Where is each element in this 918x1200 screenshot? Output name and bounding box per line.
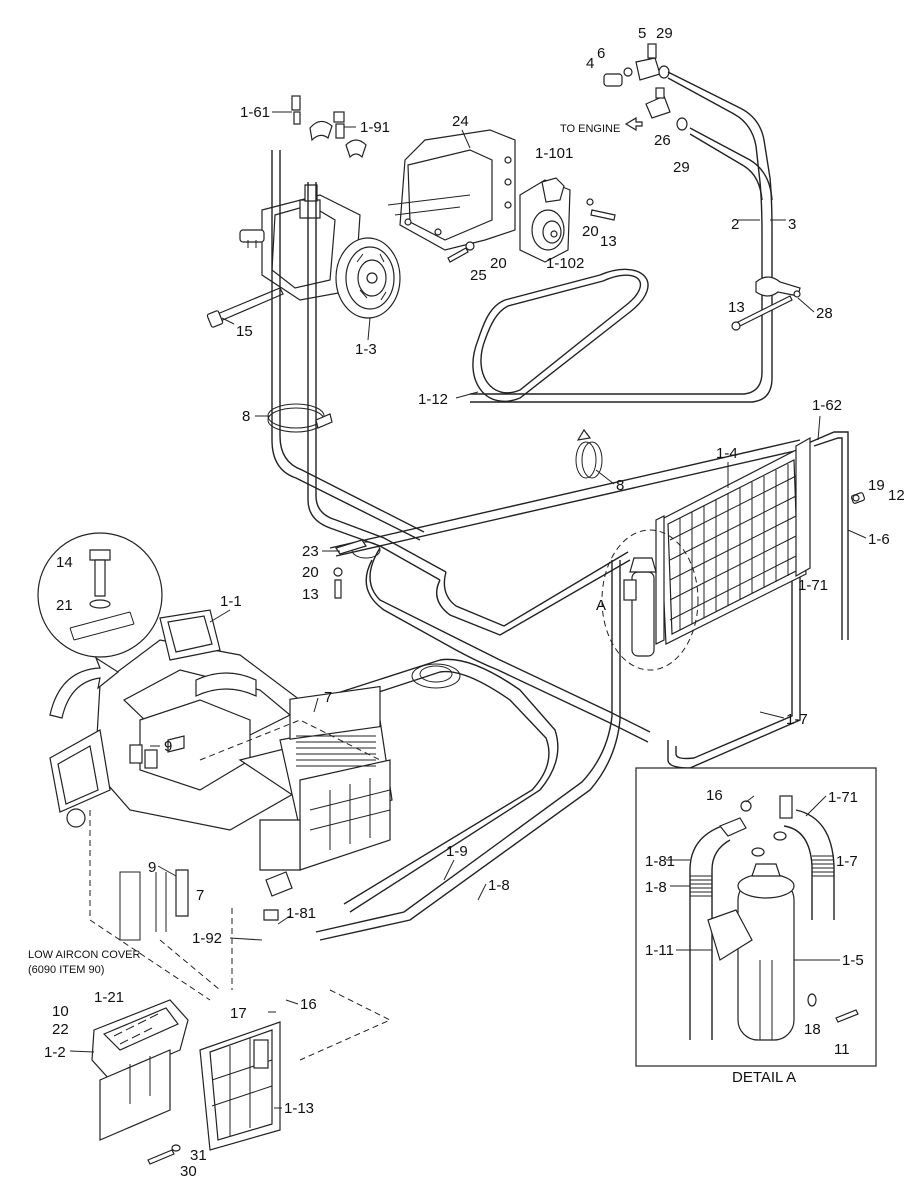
- callout-9-lower: 9: [148, 859, 156, 876]
- callout-4: 4: [586, 55, 594, 72]
- callout-20-clamp: 20: [302, 564, 319, 581]
- ac-pipe-bundle: [271, 150, 849, 941]
- detail-callout-18: 18: [804, 1021, 821, 1038]
- callout-1-21: 1-21: [94, 989, 124, 1006]
- grommet: [411, 663, 461, 689]
- callout-14: 14: [56, 554, 73, 571]
- condenser: [655, 436, 866, 645]
- callout-10: 10: [52, 1003, 69, 1020]
- callout-16: 16: [300, 996, 317, 1013]
- detail-callout-1-11: 1-11: [645, 942, 674, 959]
- callout-29-lower: 29: [673, 159, 690, 176]
- callout-1-13: 1-13: [284, 1100, 314, 1117]
- callout-7-lower: 7: [196, 887, 204, 904]
- callout-1-61: 1-61: [240, 104, 270, 121]
- hose-clamp-28: [755, 276, 801, 298]
- callout-13-clamp: 13: [728, 299, 745, 316]
- control-panel: [91, 999, 189, 1141]
- callout-26: 26: [654, 132, 671, 149]
- detail-a-circle: [601, 529, 699, 671]
- callout-1-12: 1-12: [418, 391, 448, 408]
- callout-A: A: [596, 597, 606, 614]
- compressor-fittings: [291, 95, 367, 219]
- detail-callout-1-71: 1-71: [828, 789, 858, 806]
- callout-20-bracket: 20: [490, 255, 507, 272]
- callout-5: 5: [638, 25, 646, 42]
- compressor-bolt: [206, 287, 284, 328]
- callout-3: 3: [788, 216, 796, 233]
- callout-13-pipe: 13: [302, 586, 319, 603]
- callout-6: 6: [597, 45, 605, 62]
- bolt-detail-inset: [37, 532, 163, 658]
- callout-1-8: 1-8: [488, 877, 510, 894]
- callout-2: 2: [731, 216, 739, 233]
- callout-28: 28: [816, 305, 833, 322]
- engine-fittings: [603, 43, 688, 132]
- drive-belt: [472, 268, 649, 403]
- callout-29-upper: 29: [656, 25, 673, 42]
- low-aircon-cover-ref: (6090 ITEM 90): [28, 964, 104, 976]
- callout-1-7: 1-7: [786, 711, 808, 728]
- compressor-hoses: [470, 71, 773, 403]
- callout-1-6: 1-6: [868, 531, 890, 548]
- pipe-clamp-8-upper: [267, 403, 333, 433]
- callout-1-101: 1-101: [535, 145, 573, 162]
- callout-22: 22: [52, 1021, 69, 1038]
- leader-lines: [69, 111, 867, 1109]
- bracket-bolts: [447, 241, 475, 263]
- detail-callout-16: 16: [706, 787, 723, 804]
- mounting-bracket: [387, 129, 516, 251]
- callout-19: 19: [868, 477, 885, 494]
- callout-1-2: 1-2: [44, 1044, 66, 1061]
- callout-1-91: 1-91: [360, 119, 390, 136]
- pipe-clamp-8-middle: [575, 428, 603, 479]
- idler-pulley-assembly: [519, 177, 616, 263]
- callout-1-102: 1-102: [546, 255, 584, 272]
- callout-1-1: 1-1: [220, 593, 242, 610]
- detail-callout-11: 11: [834, 1041, 850, 1058]
- callout-1-3: 1-3: [355, 341, 377, 358]
- callout-1-62: 1-62: [812, 397, 842, 414]
- callout-30: 30: [180, 1163, 197, 1180]
- callout-24: 24: [452, 113, 469, 130]
- callout-20-idler: 20: [582, 223, 599, 240]
- rotate-arrow-icon: [49, 656, 120, 719]
- callout-31: 31: [190, 1147, 207, 1164]
- callout-1-81: 1-81: [286, 905, 316, 922]
- detail-a-title: DETAIL A: [732, 1069, 796, 1086]
- callout-1-92: 1-92: [192, 930, 222, 947]
- detail-callout-1-5: 1-5: [842, 952, 864, 969]
- hvac-dashed-lines: [89, 719, 392, 1061]
- bolt-13: [731, 295, 793, 331]
- receiver-drier-small: [623, 557, 657, 657]
- to-engine-note: TO ENGINE: [560, 123, 620, 135]
- callout-8-middle: 8: [616, 477, 624, 494]
- callout-9-upper: 9: [164, 738, 172, 755]
- pipe-clamp-23: [333, 539, 381, 599]
- callout-25: 25: [470, 267, 487, 284]
- aircon-cover: [147, 1021, 281, 1165]
- callout-23: 23: [302, 543, 319, 560]
- callout-1-71: 1-71: [798, 577, 828, 594]
- callout-1-4: 1-4: [716, 445, 738, 462]
- callout-1-9: 1-9: [446, 843, 468, 860]
- callout-13-idler: 13: [600, 233, 617, 250]
- callout-21: 21: [56, 597, 73, 614]
- hvac-unit: [49, 609, 393, 921]
- callout-8-upper: 8: [242, 408, 250, 425]
- callout-12: 12: [888, 487, 905, 504]
- low-aircon-cover-note: LOW AIRCON COVER: [28, 949, 141, 961]
- detail-callout-1-81: 1-81: [645, 853, 675, 870]
- callout-15: 15: [236, 323, 253, 340]
- callout-7-upper: 7: [324, 689, 332, 706]
- detail-callout-1-7: 1-7: [836, 853, 858, 870]
- detail-a-box: [635, 767, 877, 1067]
- detail-callout-1-8: 1-8: [645, 879, 667, 896]
- callout-17: 17: [230, 1005, 247, 1022]
